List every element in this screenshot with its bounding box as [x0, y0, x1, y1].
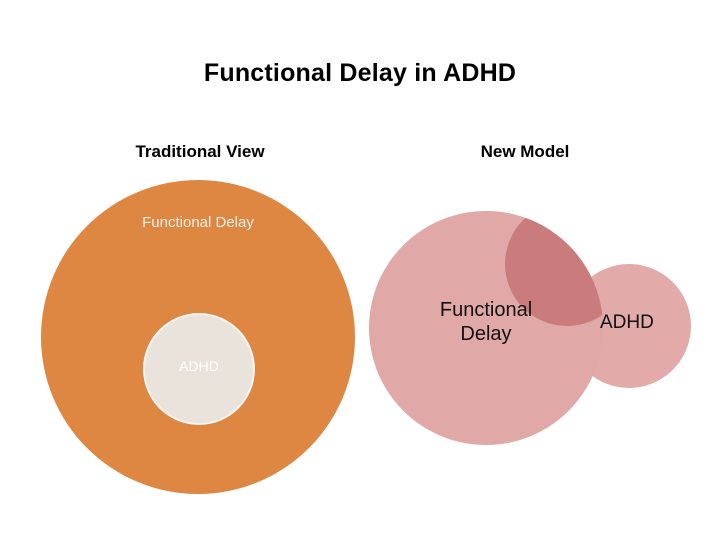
column-heading-traditional-view: Traditional View	[135, 142, 265, 161]
traditional-adhd-label: ADHD	[179, 358, 219, 374]
newmodel-adhd-label: ADHD	[600, 312, 654, 333]
traditional-functional-delay-label: Functional Delay	[142, 214, 254, 231]
page-title: Functional Delay in ADHD	[203, 59, 517, 87]
newmodel-functional-delay-label: Functional Delay	[439, 299, 533, 345]
column-heading-new-model: New Model	[480, 142, 570, 161]
traditional-adhd-circle	[145, 315, 253, 423]
